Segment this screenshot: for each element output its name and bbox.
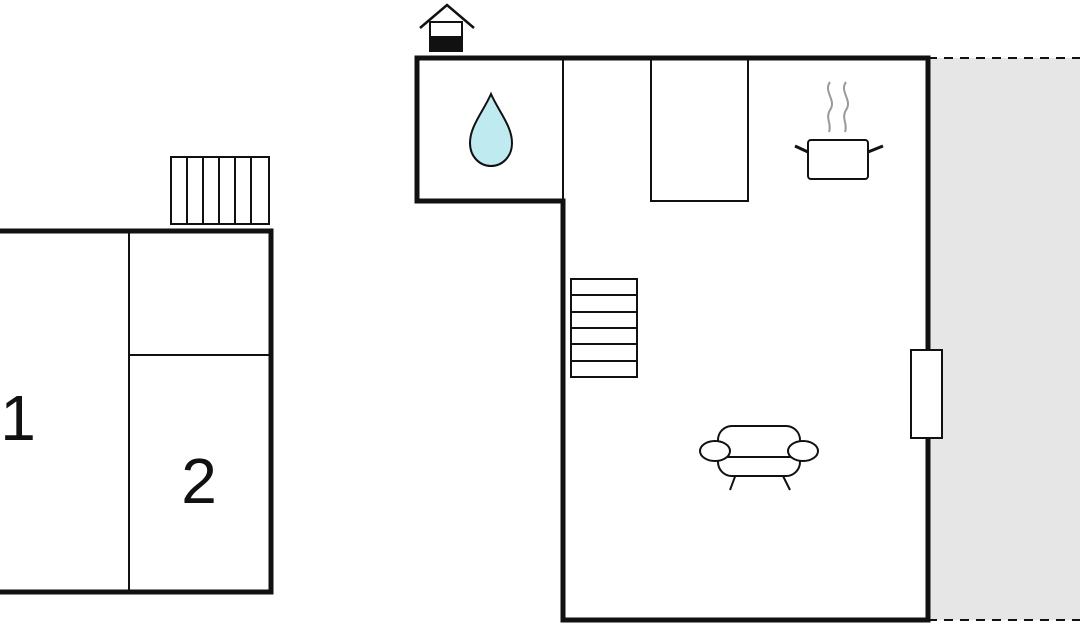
door-icon: [910, 349, 943, 439]
left-building-outline: [0, 228, 274, 595]
cooking-pot-icon: [794, 81, 884, 180]
radiator-icon: [170, 156, 270, 225]
right-building-outline: [414, 55, 931, 623]
counter-block: [650, 57, 749, 202]
staircase-icon: [570, 278, 638, 378]
right-building: [414, 3, 943, 623]
left-building: 1 2: [0, 156, 274, 595]
chimney-icon: [419, 3, 475, 52]
terrace-area: [928, 57, 1080, 621]
sofa-icon: [699, 425, 819, 491]
room-2-label: 2: [181, 445, 217, 517]
room-1-label: 1: [0, 382, 36, 454]
water-drop-icon: [468, 91, 514, 168]
